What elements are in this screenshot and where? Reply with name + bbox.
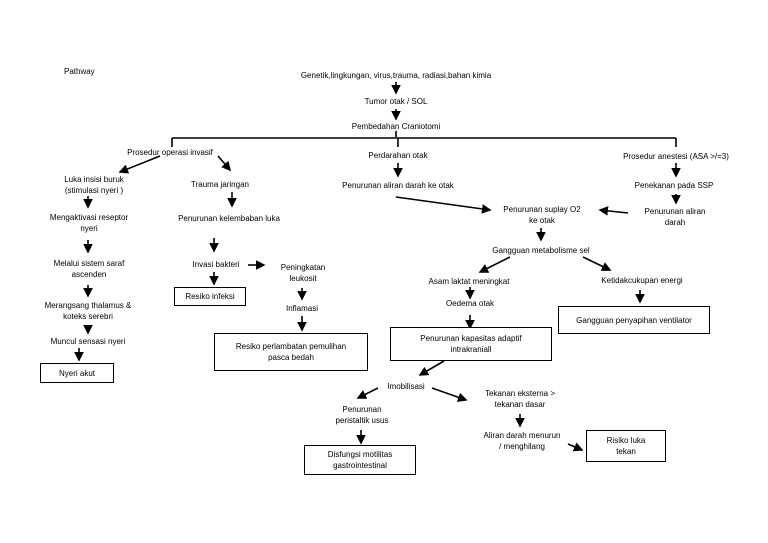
diagnosis-resiko-infeksi: Resiko infeksi [174, 287, 246, 306]
node-peristaltik-line2: peristaltik usus [335, 416, 389, 425]
node-aktivasi-line2: nyeri [80, 224, 98, 233]
diagnosis-resiko-perlambatan: Resiko perlambatan pemulihan pasca bedah [214, 333, 368, 371]
node-aliran-menurun: Aliran darah menurun / menghilang [470, 430, 574, 452]
node-aliran-darah-line2: darah [664, 218, 686, 227]
kapasitas-line1: Penurunan kapasitas adaptif [420, 334, 522, 343]
arrow-kapasitas-imobilisasi [418, 360, 445, 376]
diagnosis-disfungsi-motilitas: Disfungsi motilitas gastrointestinal [304, 445, 416, 475]
node-aktivasi-reseptor: Mengaktivasi reseptor nyeri [36, 212, 142, 234]
node-tumor: Tumor otak / SOL [364, 97, 428, 106]
node-suplay-line1: Penurunan suplay O2 [503, 205, 581, 214]
node-suplay-o2: Penurunan suplay O2 ke otak [490, 204, 594, 226]
node-saraf-line2: ascenden [71, 270, 107, 279]
diagnosis-kapasitas-adaptif: Penurunan kapasitas adaptif intrakranial… [390, 327, 552, 361]
risiko-luka-line1: Risiko luka [606, 436, 646, 445]
node-thalamus-line2: koteks serebri [63, 312, 113, 321]
diagnosis-nyeri-akut: Nyeri akut [40, 363, 114, 383]
node-leukosit: Peningkatan leukosit [268, 262, 338, 284]
node-thalamus: Merangsang thalamus & koteks serebri [28, 300, 148, 322]
resiko-perlambatan-line1: Resiko perlambatan pemulihan [235, 342, 347, 351]
node-luka-insisi-line1: Luka insisi buruk [64, 175, 124, 184]
node-penekanan-ssp: Penekanan pada SSP [634, 181, 714, 190]
node-tekanan-eksterna: Tekanan eksterna > tekanan dasar [470, 388, 570, 410]
kapasitas-line2: intrakraniall [450, 345, 492, 354]
diagnosis-risiko-luka-tekan: Risiko luka tekan [586, 430, 666, 462]
node-asam-laktat: Asam laktat meningkat [428, 277, 510, 286]
node-aliran-menurun-line2: / menghilang [499, 442, 545, 451]
node-inflamasi: Inflamasi [285, 304, 318, 313]
node-aliran-menurun-line1: Aliran darah menurun [483, 431, 561, 440]
node-aliran-darah-line1: Penurunan aliran [644, 207, 706, 216]
arrow-operasi-luka [118, 155, 161, 174]
arrow-imobilisasi-peristaltik [356, 387, 379, 399]
node-penurunan-aliran-otak: Penurunan aliran darah ke otak [342, 181, 454, 190]
node-prosedur-anestesi: Prosedur anestesi (ASA >/=3) [623, 152, 729, 161]
node-sistem-saraf: Melalui sistem saraf ascenden [36, 258, 142, 280]
node-sensasi-nyeri: Muncul sensasi nyeri [50, 337, 126, 346]
node-peristaltik-line1: Penurunan [342, 405, 382, 414]
arrow-metabolisme-energi [582, 256, 612, 271]
disfungsi-line1: Disfungsi motilitas [327, 450, 393, 459]
node-luka-insisi-line2: (stimulasi nyeri ) [64, 186, 124, 195]
node-aktivasi-line1: Mengaktivasi reseptor [49, 213, 129, 222]
node-prosedur-operasi: Prosedur operasi invasif [127, 148, 213, 157]
node-penurunan-aliran-darah: Penurunan aliran darah [630, 206, 720, 228]
resiko-perlambatan-line2: pasca bedah [268, 353, 314, 362]
node-gangguan-metabolisme: Gangguan metabolisme sel [492, 246, 590, 255]
risiko-luka-line2: tekan [616, 447, 636, 456]
node-saraf-line1: Melalui sistem saraf [53, 259, 125, 268]
node-pembedahan: Pembedahan Craniotomi [351, 122, 441, 131]
node-luka-insisi: Luka insisi buruk (stimulasi nyeri ) [44, 174, 144, 196]
node-oedema: Oedema otak [445, 299, 495, 308]
node-thalamus-line1: Merangsang thalamus & [44, 301, 132, 310]
arrow-aliran-suplay [395, 196, 492, 214]
node-kelembaban: Penurunan kelembaban luka [178, 214, 280, 223]
arrow-operasi-trauma [217, 155, 232, 172]
arrow-metabolisme-asam [478, 256, 511, 273]
node-leukosit-line2: leukosit [289, 274, 317, 283]
node-trauma-jaringan: Trauma jaringan [191, 180, 249, 189]
arrow-imobilisasi-tekanan [431, 387, 468, 402]
node-tekanan-line1: Tekanan eksterna > [484, 389, 556, 398]
disfungsi-line2: gastrointestinal [333, 461, 387, 470]
node-leukosit-line1: Peningkatan [280, 263, 326, 272]
node-perdarahan: Perdarahan otak [368, 151, 428, 160]
arrow-aliran-luka [567, 442, 584, 452]
node-invasi-bakteri: Invasi bakteri [192, 260, 240, 269]
node-etiologi: Genetik,lingkungan, virus,trauma, radias… [300, 71, 492, 80]
node-peristaltik: Penurunan peristaltik usus [322, 404, 402, 426]
arrow-aliran-darah-suplay [598, 206, 629, 216]
node-tekanan-line2: tekanan dasar [494, 400, 546, 409]
node-ketidakcukupan-energi: Ketidakcukupan energi [601, 276, 683, 285]
page-title: Pathway [64, 67, 95, 76]
diagnosis-penyapihan-ventilator: Gangguan penyapihan ventilator [558, 306, 710, 334]
node-suplay-line2: ke otak [529, 216, 555, 225]
node-imobilisasi: Imobilisasi [387, 382, 425, 391]
